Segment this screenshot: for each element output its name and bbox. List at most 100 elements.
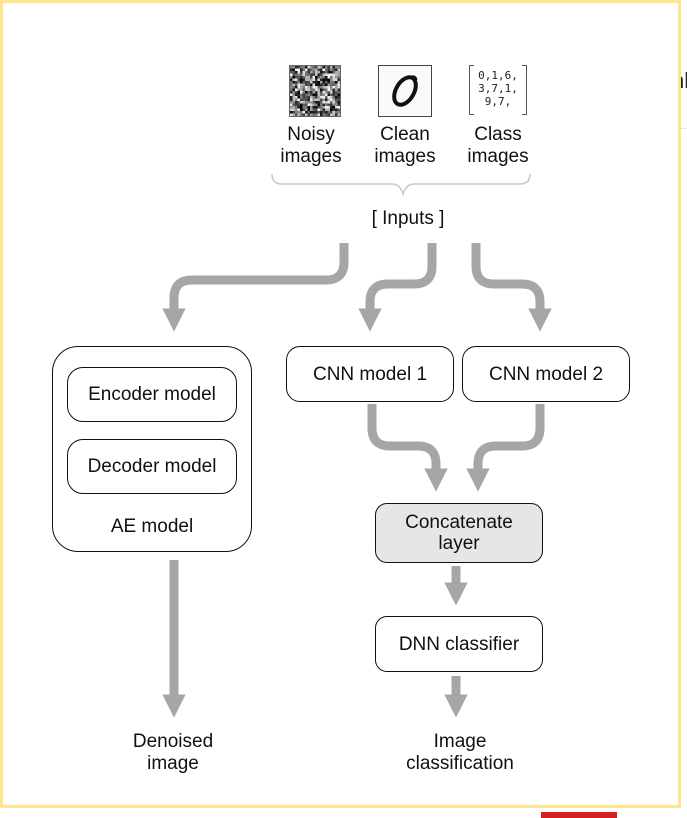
noise-pixel [327,108,330,111]
noise-pixel [300,81,303,84]
noise-pixel [297,96,300,99]
noise-pixel [337,96,340,99]
noise-pixel [290,96,293,99]
classification-label-line-2: classification [406,753,514,774]
noise-pixel [290,66,293,69]
noise-pixel [332,68,335,71]
noise-pixel [325,98,328,101]
noise-pixel [315,88,318,91]
noise-pixel [310,108,313,111]
noise-pixel [302,66,305,69]
noise-pixel [335,73,338,76]
noise-pixel [337,101,340,104]
noise-pixel [307,71,310,74]
noise-pixel [295,71,298,74]
noise-pixel [305,88,308,91]
noise-pixel [290,78,293,81]
noise-pixel [332,106,335,109]
noise-pixel [325,76,328,79]
noise-pixel [302,93,305,96]
noise-pixel [327,83,330,86]
noise-pixel [327,78,330,81]
noise-pixel [302,111,305,114]
noise-pixel [335,86,338,89]
noise-pixel [310,113,313,116]
class-labels-image-icon: 0,1,6, 3,7,1, 9,7, [469,65,527,115]
noise-pixel [297,88,300,91]
noise-pixel [337,68,340,71]
noise-pixel [332,108,335,111]
noise-pixel [335,101,338,104]
noise-pixel [315,96,318,99]
noise-pixel [322,81,325,84]
noise-pixel [300,106,303,109]
noise-pixel [335,66,338,69]
diagram-frame: 0,1,6, 3,7,1, 9,7, Noisy images Clean im… [0,0,681,808]
noise-pixel [320,103,323,106]
noise-pixel [322,68,325,71]
noise-pixel [332,101,335,104]
noise-pixel [330,66,333,69]
noise-pixel [297,91,300,94]
noise-pixel [315,76,318,79]
inputs-brace [271,173,531,197]
noise-pixel [292,86,295,89]
noise-pixel [305,73,308,76]
noise-pixel [307,83,310,86]
noise-pixel [317,113,320,116]
noise-pixel [292,73,295,76]
noise-pixel [305,76,308,79]
noise-pixel [337,66,340,69]
noise-pixel [290,86,293,89]
noise-pixel [315,103,318,106]
noise-pixel [297,78,300,81]
noise-pixel [315,71,318,74]
noise-pixel [337,113,340,116]
noise-pixel [310,76,313,79]
noise-pixel [310,91,313,94]
class-line-3: 9,7, [484,95,512,108]
noise-pixel [295,96,298,99]
noise-pixel [300,113,303,116]
noise-pixel [310,71,313,74]
noise-pixel [327,93,330,96]
concatenate-label-line-2: layer [438,533,480,554]
noise-pixel [320,111,323,114]
clean-digit-image-icon [378,65,432,117]
noise-pixel [332,81,335,84]
noisy-label-line-1: Noisy [287,124,335,145]
noise-pixel [305,83,308,86]
noise-pixel [300,78,303,81]
noise-pixel [290,83,293,86]
noise-pixel [330,108,333,111]
noise-pixel [315,81,318,84]
noise-pixel [312,113,315,116]
noise-pixel [295,66,298,69]
class-label-line-2: images [467,146,529,167]
noise-pixel [295,76,298,79]
noise-pixel [292,111,295,114]
noise-pixel [335,71,338,74]
noise-pixel [295,81,298,84]
noise-pixel [297,111,300,114]
noise-pixel [317,83,320,86]
noise-pixel [300,101,303,104]
noise-pixel [322,96,325,99]
noise-pixel [325,86,328,89]
noise-pixel [325,93,328,96]
class-images-label: Class images [460,124,536,168]
left-bracket-icon [469,65,474,115]
noise-pixel [307,86,310,89]
noise-pixel [330,86,333,89]
noise-pixel [312,73,315,76]
noise-pixel [312,93,315,96]
noise-pixel [305,71,308,74]
noise-pixel [325,103,328,106]
noise-pixel [337,83,340,86]
class-label-line-1: Class [474,124,522,145]
noise-pixel [332,103,335,106]
noise-pixel [305,103,308,106]
noise-pixel [335,111,338,114]
noise-pixel [330,91,333,94]
